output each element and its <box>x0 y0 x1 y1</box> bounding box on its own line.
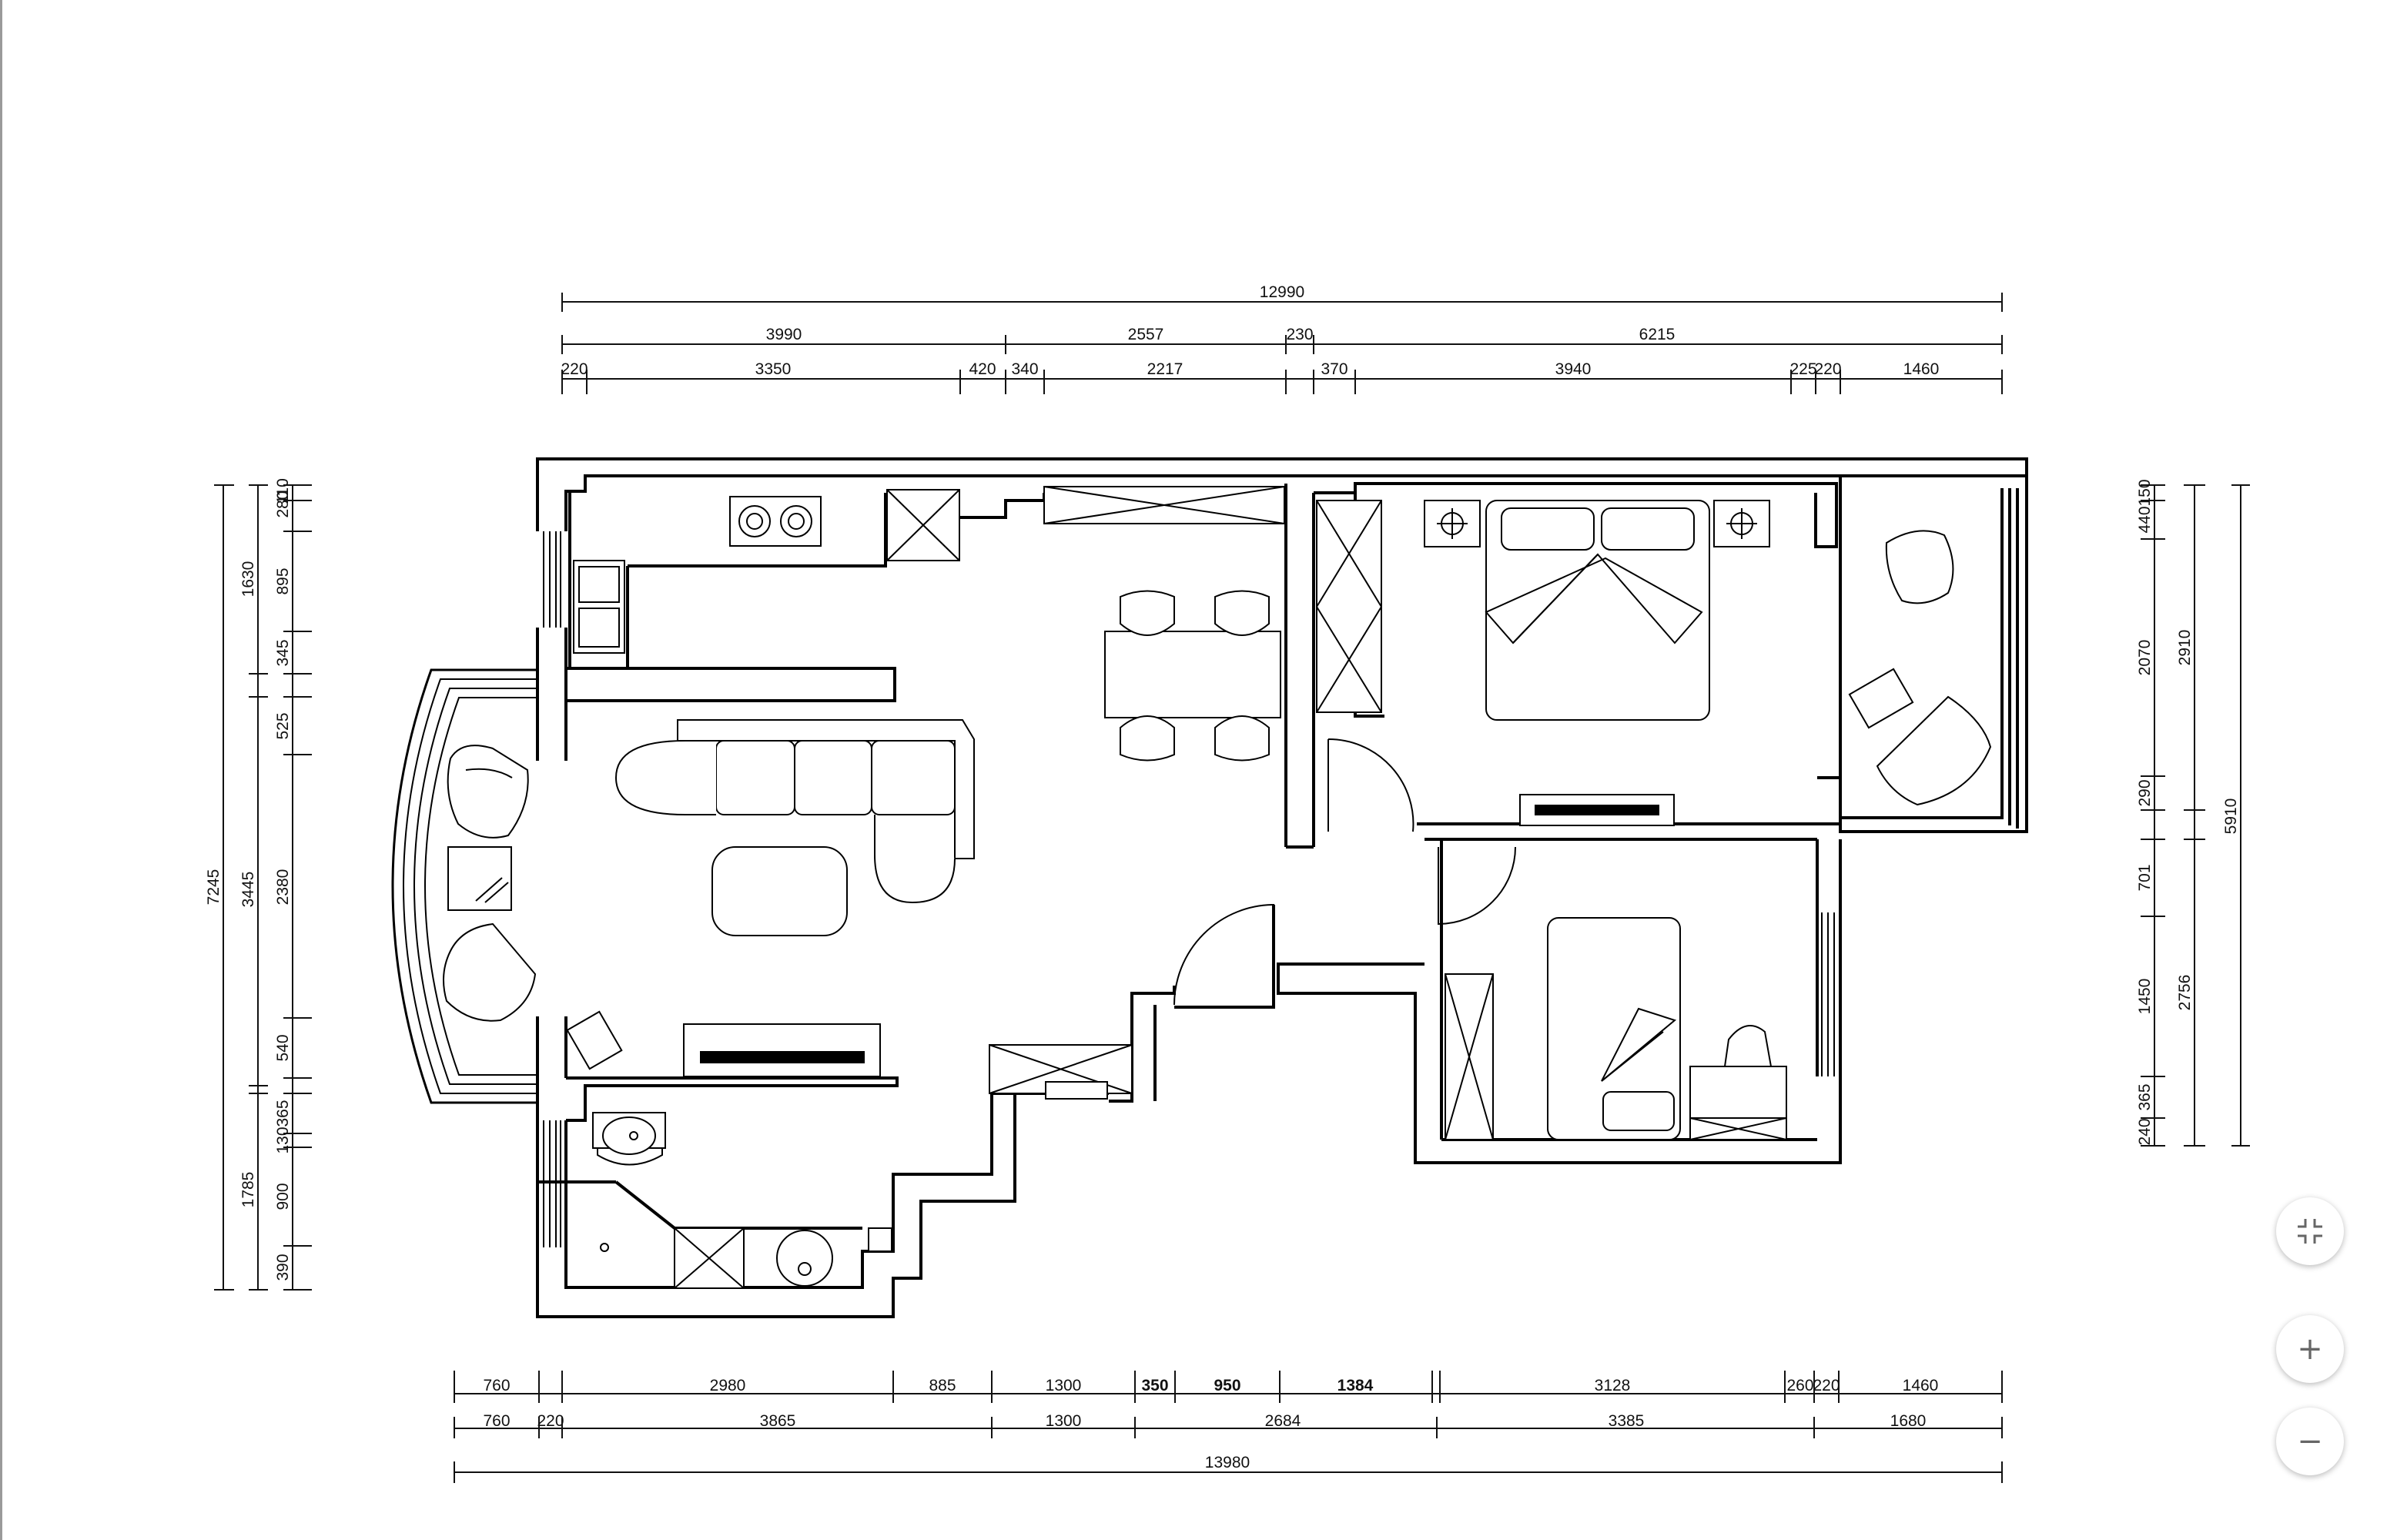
dim-bottom-row1: 220 <box>1813 1377 1840 1394</box>
dim-left-col3: 130 <box>274 1127 292 1153</box>
minus-icon: − <box>2297 1424 2323 1459</box>
dim-bottom-row2: 1300 <box>1046 1412 1082 1430</box>
dim-top-row3: 420 <box>969 360 996 378</box>
dim-bottom-row1: 260 <box>1786 1377 1813 1394</box>
viewer-left-edge <box>0 0 2 1540</box>
dim-top-row2: 230 <box>1286 326 1313 343</box>
dim-bottom-row1: 1300 <box>1046 1377 1082 1394</box>
dim-left-col3: 280 <box>274 490 292 517</box>
dim-bottom-row1: 3128 <box>1595 1377 1631 1394</box>
dim-bottom-row1: 2980 <box>710 1377 746 1394</box>
dim-top-row3: 220 <box>1814 360 1841 378</box>
dim-right-col2: 2910 <box>2176 630 2194 666</box>
dim-top-row3: 225 <box>1789 360 1816 378</box>
dim-bottom-row1: 885 <box>929 1377 956 1394</box>
dim-left-col2: 1785 <box>239 1172 257 1208</box>
dim-top-row3: 2217 <box>1147 360 1183 378</box>
dim-left-col3: 900 <box>274 1183 292 1210</box>
zoom-in-button[interactable]: + <box>2276 1315 2344 1383</box>
dim-top-row3: 1460 <box>1903 360 1940 378</box>
dim-left-col2: 3445 <box>239 872 257 908</box>
zoom-out-button[interactable]: − <box>2276 1408 2344 1475</box>
dim-bottom-row2: 3385 <box>1609 1412 1645 1430</box>
fit-screen-button[interactable] <box>2276 1197 2344 1265</box>
dim-bottom-row2: 3865 <box>760 1412 796 1430</box>
dim-top-row3: 3350 <box>755 360 792 378</box>
dim-bottom-row2: 2684 <box>1265 1412 1301 1430</box>
dim-right-col3: 150 <box>2136 479 2154 506</box>
dimension-lines <box>214 293 2250 1483</box>
dim-bottom-row1: 1460 <box>1903 1377 1939 1394</box>
doors <box>1173 738 1516 1006</box>
dim-right-col3: 240 <box>2136 1118 2154 1145</box>
dim-top-row3: 370 <box>1321 360 1348 378</box>
dim-bottom-row1: 1384 <box>1337 1377 1374 1394</box>
dim-bottom-overall: 13980 <box>1205 1454 1250 1471</box>
dim-left-col3: 895 <box>274 567 292 594</box>
dim-bottom-row2: 760 <box>483 1412 510 1430</box>
plus-icon: + <box>2297 1331 2323 1367</box>
dim-right-col3: 440 <box>2136 506 2154 533</box>
dim-top-row2: 2557 <box>1128 326 1164 343</box>
dim-bottom-row1: 950 <box>1214 1377 1240 1394</box>
dim-right-col3: 2070 <box>2136 640 2154 676</box>
dim-right-col3: 1450 <box>2136 979 2154 1015</box>
dimension-labels: 12990 3990 2557 230 6215 220 3350 420 34… <box>205 283 2240 1471</box>
dim-right-col3: 701 <box>2136 864 2154 891</box>
dim-left-col3: 540 <box>274 1034 292 1061</box>
dim-right-col3: 290 <box>2136 779 2154 806</box>
dim-left-col3: 390 <box>274 1254 292 1281</box>
windows <box>391 531 1835 1247</box>
dim-left-col3: 365 <box>274 1100 292 1127</box>
furniture <box>443 486 1992 1289</box>
dim-left-overall: 7245 <box>205 869 223 906</box>
dim-left-col3: 345 <box>274 639 292 666</box>
dim-left-col3: 2380 <box>274 869 292 906</box>
dim-right-col2: 2756 <box>2176 975 2194 1011</box>
dim-top-row3: 220 <box>561 360 588 378</box>
dim-right-col3: 365 <box>2136 1083 2154 1110</box>
dim-bottom-row1: 350 <box>1141 1377 1168 1394</box>
walls <box>536 457 2028 1318</box>
dim-left-col2: 1630 <box>239 561 257 598</box>
dim-top-row3: 340 <box>1011 360 1038 378</box>
dim-top-row2: 6215 <box>1639 326 1676 343</box>
dim-bottom-row1: 760 <box>483 1377 510 1394</box>
dim-top-row3: 3940 <box>1555 360 1592 378</box>
dim-right-overall: 5910 <box>2222 798 2240 835</box>
dim-left-col3: 110 <box>274 478 292 504</box>
dim-top-row2: 3990 <box>766 326 802 343</box>
dim-bottom-row2: 220 <box>537 1412 564 1430</box>
dim-bottom-row2: 1680 <box>1890 1412 1927 1430</box>
collapse-icon <box>2298 1219 2322 1244</box>
dim-top-overall: 12990 <box>1260 283 1304 301</box>
dim-left-col3: 525 <box>274 712 292 739</box>
